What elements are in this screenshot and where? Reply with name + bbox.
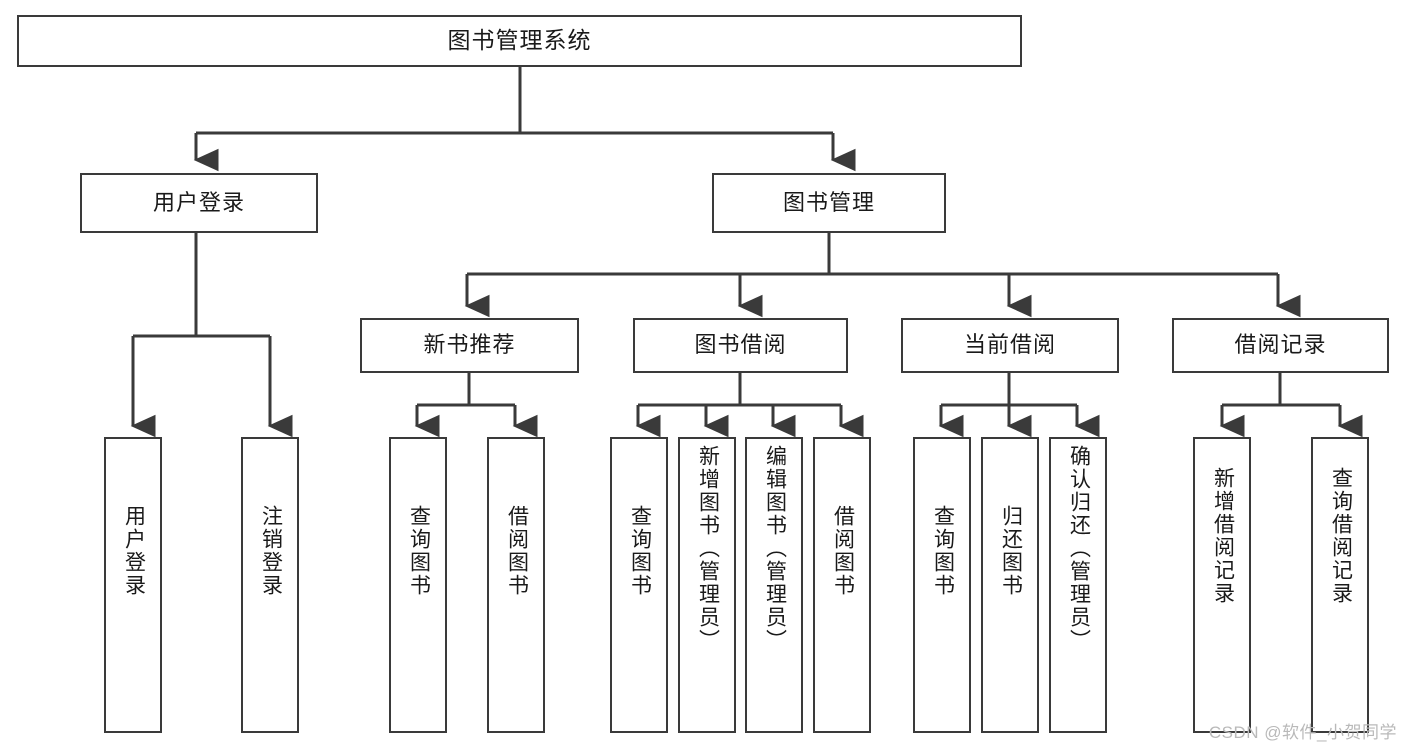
leaf-add-borrow-record[interactable]: 新增借阅记录 — [1193, 437, 1251, 733]
node-label: 新增图书（管理员） — [696, 445, 720, 652]
node-label: 借阅图书 — [831, 505, 855, 597]
node-label: 注销登录 — [259, 505, 283, 597]
leaf-query-book-current[interactable]: 查询图书 — [913, 437, 971, 733]
node-borrow-record[interactable]: 借阅记录 — [1172, 318, 1389, 373]
node-root-system[interactable]: 图书管理系统 — [17, 15, 1022, 67]
node-label: 查询图书 — [628, 505, 652, 597]
leaf-confirm-return-admin[interactable]: 确认归还（管理员） — [1049, 437, 1107, 733]
node-label: 图书管理 — [782, 189, 875, 215]
watermark-text: CSDN @软件_小贺同学 — [1208, 723, 1397, 742]
leaf-query-book-borrow[interactable]: 查询图书 — [610, 437, 668, 733]
node-label: 查询图书 — [931, 505, 955, 597]
node-label: 当前借阅 — [963, 332, 1056, 358]
node-label: 新书推荐 — [423, 332, 516, 358]
leaf-add-book-admin[interactable]: 新增图书（管理员） — [678, 437, 736, 733]
node-label: 借阅记录 — [1234, 332, 1327, 358]
node-label: 图书管理系统 — [447, 27, 592, 54]
leaf-borrow-book[interactable]: 借阅图书 — [813, 437, 871, 733]
leaf-edit-book-admin[interactable]: 编辑图书（管理员） — [745, 437, 803, 733]
node-label: 查询借阅记录 — [1329, 467, 1353, 605]
node-book-management[interactable]: 图书管理 — [712, 173, 946, 233]
leaf-borrow-book-recommend[interactable]: 借阅图书 — [487, 437, 545, 733]
node-label: 查询图书 — [407, 505, 431, 597]
node-label: 用户登录 — [152, 189, 245, 215]
node-label: 新增借阅记录 — [1211, 467, 1235, 605]
node-user-login[interactable]: 用户登录 — [80, 173, 318, 233]
node-label: 确认归还（管理员） — [1067, 445, 1091, 652]
leaf-user-login[interactable]: 用户登录 — [104, 437, 162, 733]
node-current-borrow[interactable]: 当前借阅 — [901, 318, 1119, 373]
node-label: 编辑图书（管理员） — [763, 445, 787, 652]
leaf-return-book[interactable]: 归还图书 — [981, 437, 1039, 733]
node-label: 用户登录 — [122, 505, 146, 597]
node-label: 归还图书 — [999, 505, 1023, 597]
node-label: 借阅图书 — [505, 505, 529, 597]
leaf-logout-login[interactable]: 注销登录 — [241, 437, 299, 733]
node-label: 图书借阅 — [694, 332, 787, 358]
node-new-book-recommend[interactable]: 新书推荐 — [360, 318, 579, 373]
leaf-query-book-recommend[interactable]: 查询图书 — [389, 437, 447, 733]
leaf-query-borrow-record[interactable]: 查询借阅记录 — [1311, 437, 1369, 733]
node-book-borrow[interactable]: 图书借阅 — [633, 318, 848, 373]
